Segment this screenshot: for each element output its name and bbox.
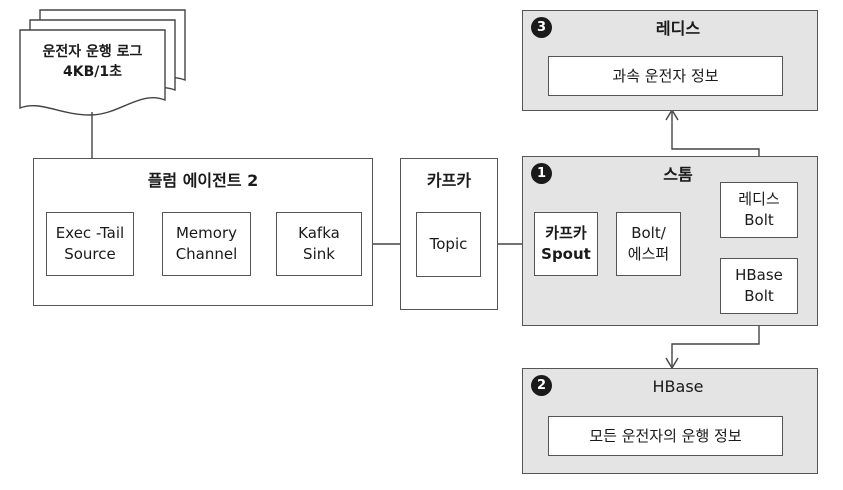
redis-step-badge: 3 (531, 17, 552, 38)
memory-channel-box: Memory Channel (162, 212, 251, 276)
redis-content-box: 과속 운전자 정보 (548, 56, 783, 96)
storm-title: 스톰 (663, 165, 693, 184)
hbase-content-box: 모든 운전자의 운행 정보 (548, 416, 783, 456)
hbase-title: HBase (652, 377, 704, 396)
log-document-label: 운전자 운행 로그 4KB/1초 (42, 44, 143, 80)
redis-bolt-box: 레디스 Bolt (720, 182, 798, 238)
kafka-title: 카프카 (426, 171, 472, 190)
esper-bolt-box: Bolt/ 에스퍼 (616, 212, 681, 276)
kafka-sink-box: Kafka Sink (276, 212, 362, 276)
kafka-spout-box: 카프카 Spout (534, 212, 598, 276)
exec-tail-source-box: Exec -Tail Source (46, 212, 134, 276)
log-document-page-front (19, 29, 166, 116)
kafka-topic-box: Topic (416, 212, 481, 277)
redis-title: 레디스 (655, 19, 701, 38)
hbase-bolt-box: HBase Bolt (720, 258, 798, 314)
storm-step-badge: 1 (531, 163, 552, 184)
flume-agent-title: 플럼 에이전트 2 (147, 171, 259, 190)
arrow-hbase-bolt-to-hbase (671, 314, 760, 366)
hbase-step-badge: 2 (531, 375, 552, 396)
